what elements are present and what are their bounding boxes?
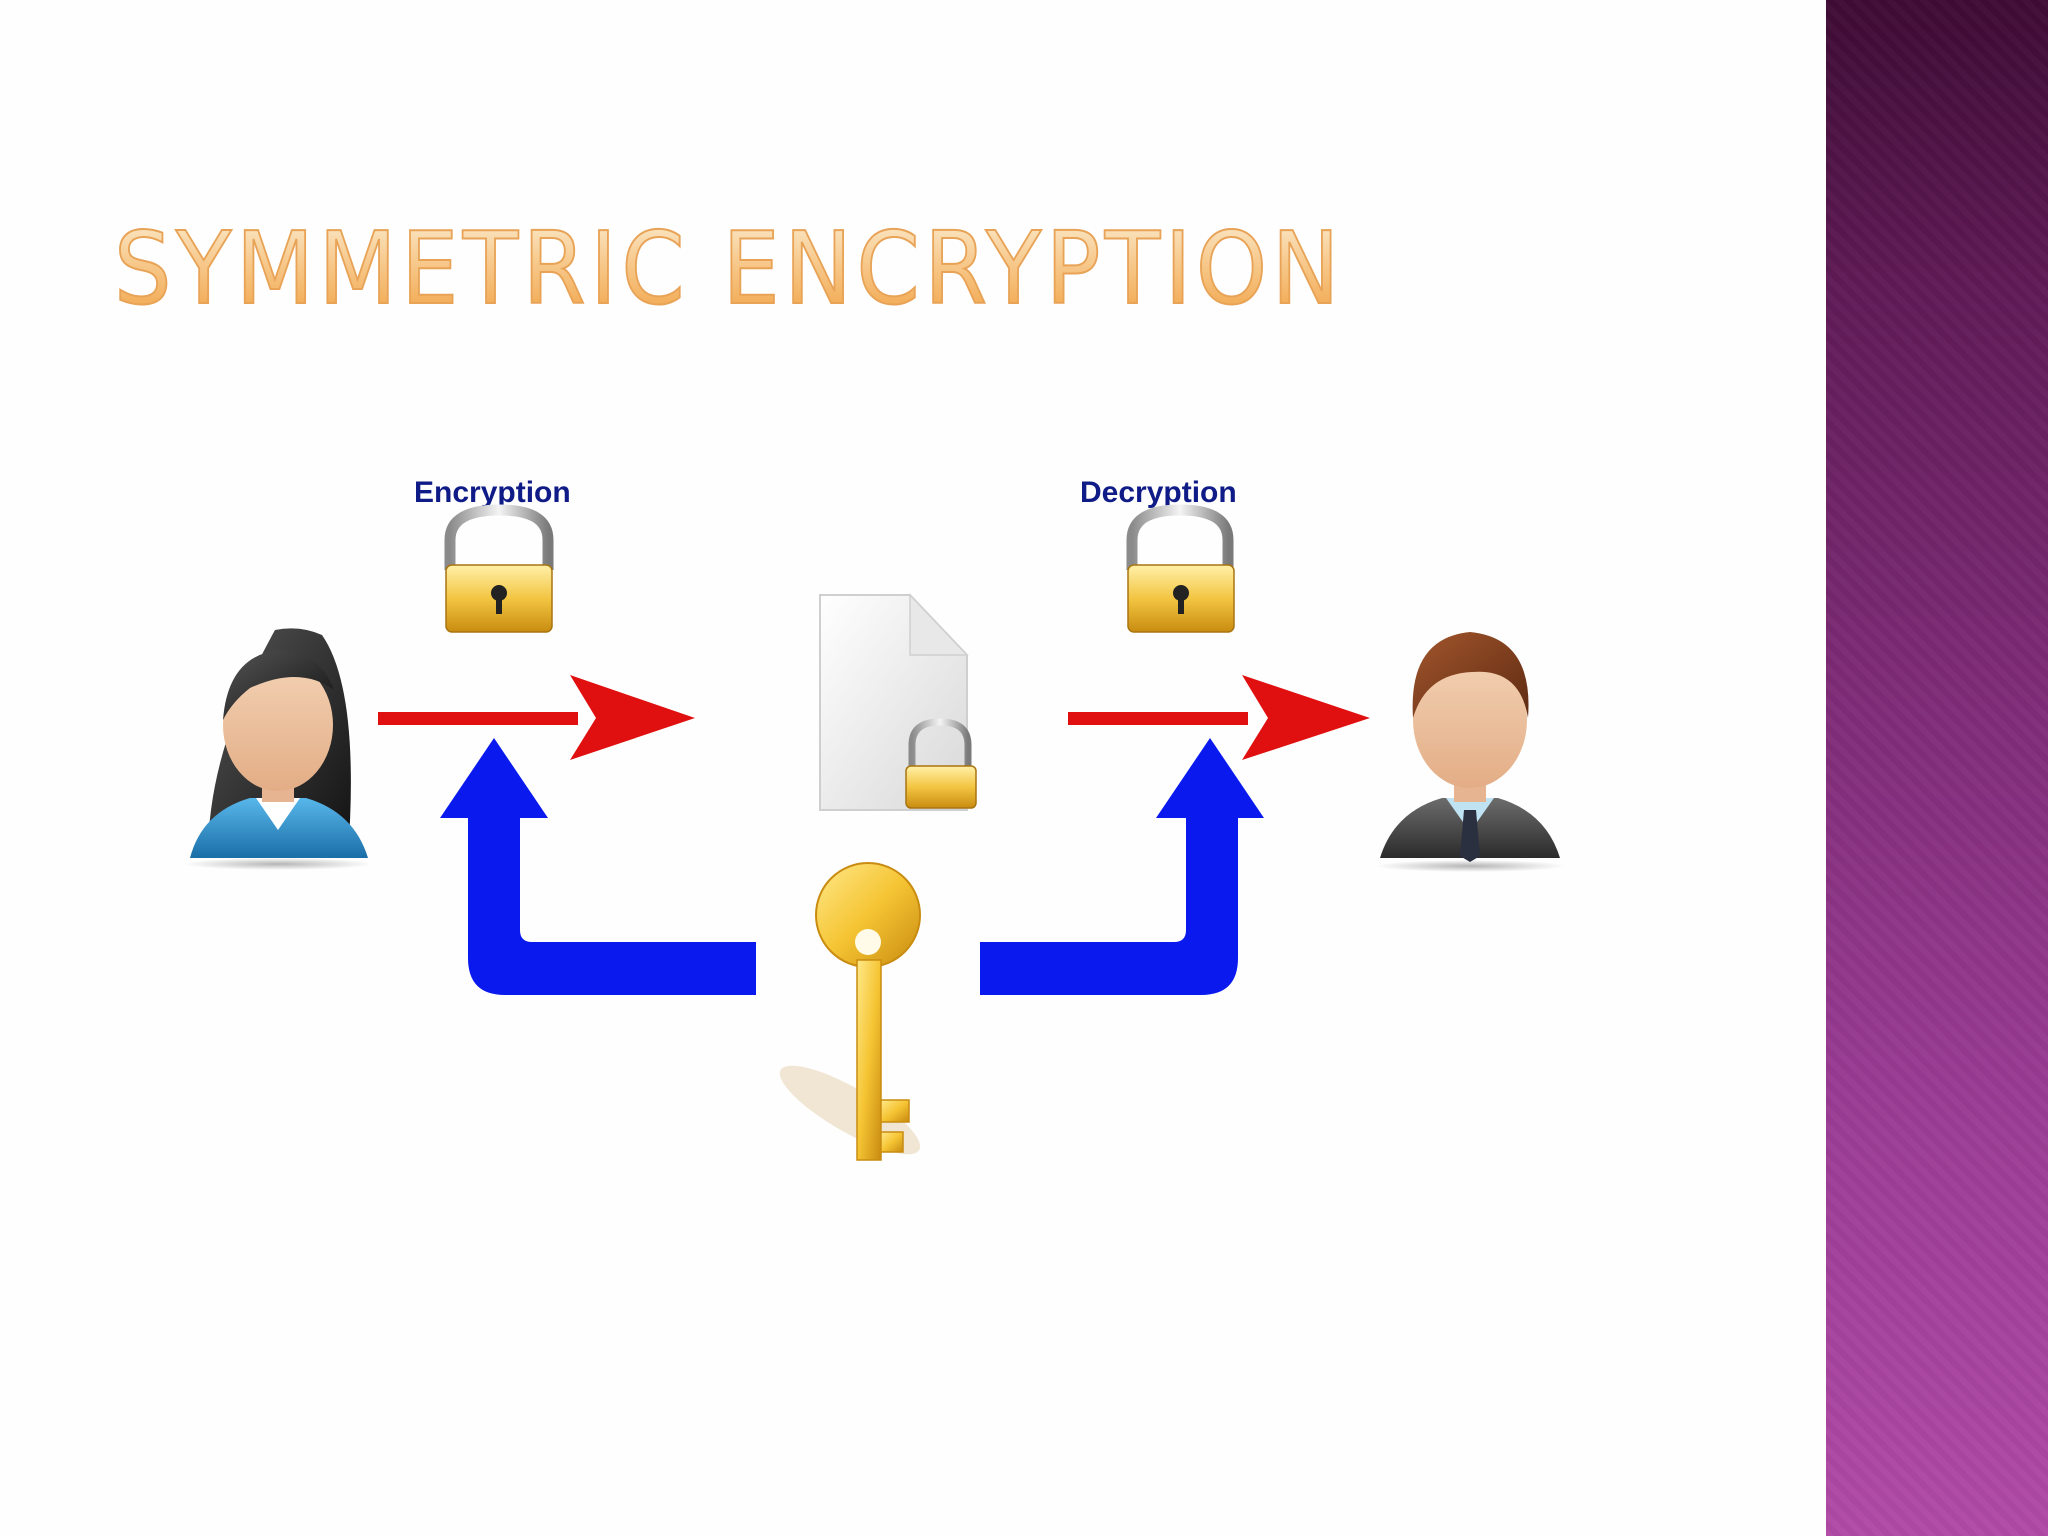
decryption-label: Decryption (1080, 476, 1237, 509)
woman-avatar-icon (183, 628, 373, 870)
decryption-lock-icon (1126, 504, 1235, 633)
symmetric-encryption-diagram: Encryption Decryption (183, 476, 1565, 1161)
key-to-decryption-blue-arrow (980, 738, 1264, 995)
encryption-red-arrow (378, 675, 695, 760)
slide-title: SYMMETRIC ENCRYPTION (114, 210, 1344, 327)
encryption-lock-icon (444, 504, 554, 633)
key-icon (779, 862, 921, 1161)
man-avatar-icon (1375, 632, 1565, 872)
decryption-red-arrow (1068, 675, 1370, 760)
decorative-side-band (1826, 0, 2048, 1536)
slide-title-graphic: SYMMETRIC ENCRYPTION (113, 209, 1344, 328)
encryption-label: Encryption (414, 476, 571, 509)
key-to-encryption-blue-arrow (440, 738, 756, 995)
locked-document-icon (819, 593, 977, 811)
